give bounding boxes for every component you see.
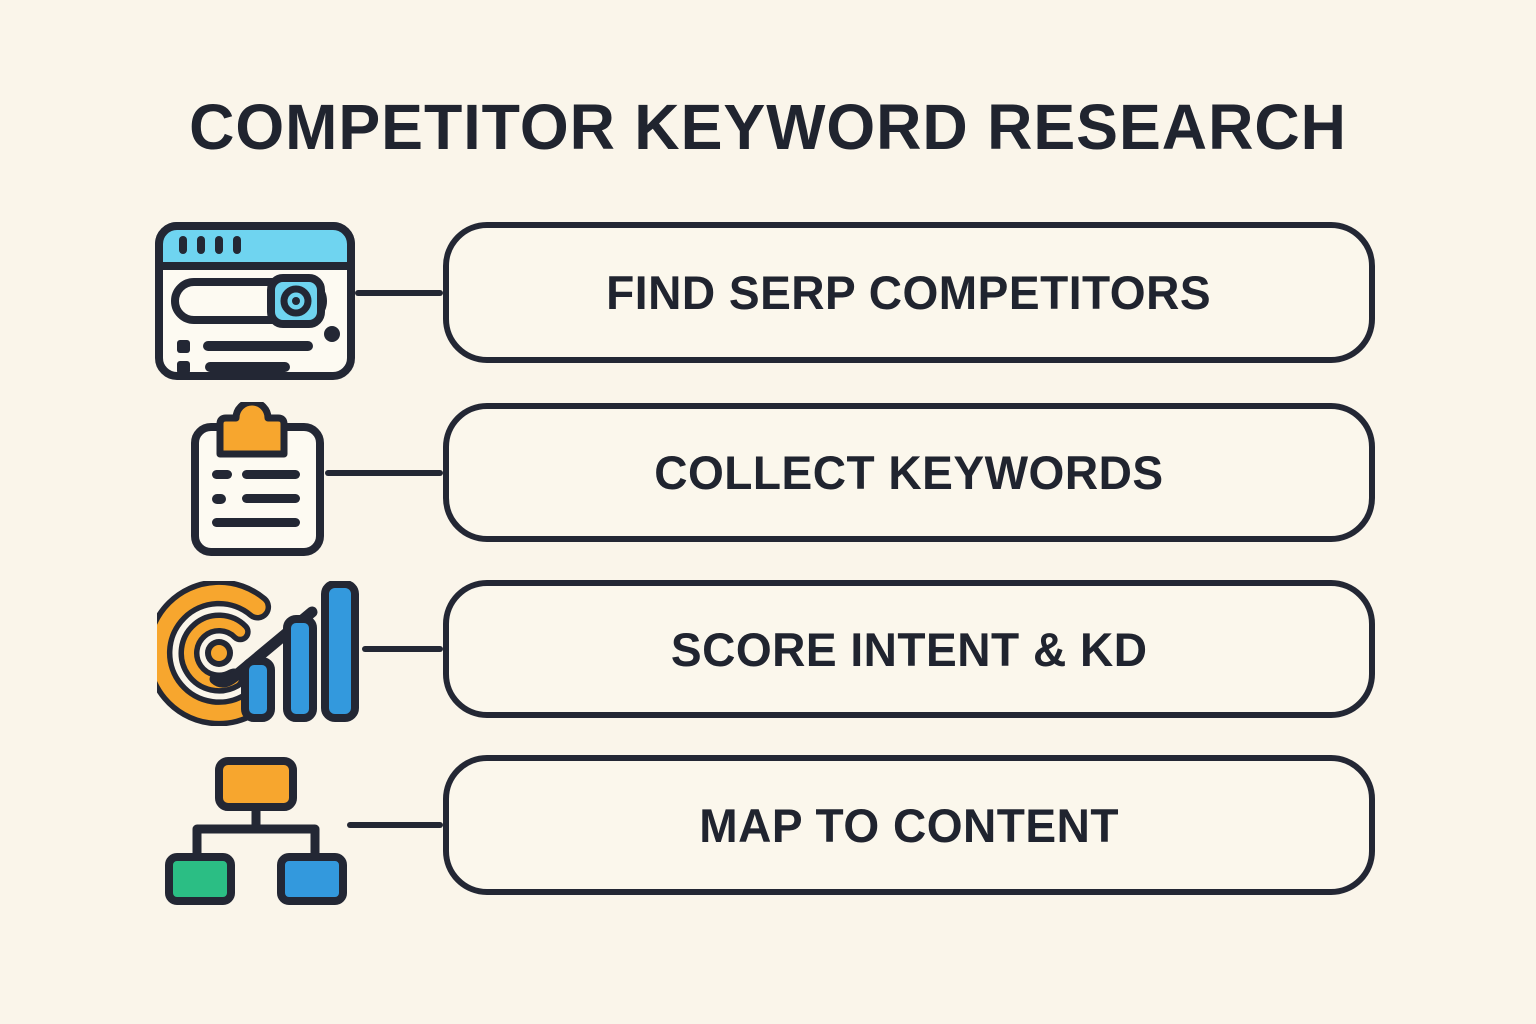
step-row-collect-keywords: COLLECT KEYWORDS xyxy=(150,402,1375,556)
connector-line xyxy=(347,822,443,828)
sitemap-icon xyxy=(165,755,347,905)
connector-line xyxy=(355,289,443,296)
browser-search-icon xyxy=(155,221,355,380)
step-label: SCORE INTENT & KD xyxy=(670,622,1148,676)
step-label: COLLECT KEYWORDS xyxy=(654,446,1164,499)
target-chart-icon xyxy=(157,580,362,726)
step-box-find-serp-competitors: FIND SERP COMPETITORS xyxy=(443,222,1375,363)
step-row-score-intent-kd: SCORE INTENT & KD xyxy=(150,580,1375,726)
step-label: FIND SERP COMPETITORS xyxy=(606,266,1212,319)
connector-line xyxy=(325,469,443,476)
step-label: MAP TO CONTENT xyxy=(699,798,1119,852)
page-title: COMPETITOR KEYWORD RESEARCH xyxy=(189,91,1347,163)
connector-line xyxy=(362,646,443,652)
step-box-map-to-content: MAP TO CONTENT xyxy=(443,755,1375,895)
step-box-collect-keywords: COLLECT KEYWORDS xyxy=(443,403,1375,542)
step-box-score-intent-kd: SCORE INTENT & KD xyxy=(443,580,1375,718)
step-row-find-serp-competitors: FIND SERP COMPETITORS xyxy=(150,221,1375,380)
clipboard-list-icon xyxy=(190,402,325,557)
step-row-map-to-content: MAP TO CONTENT xyxy=(150,755,1375,905)
